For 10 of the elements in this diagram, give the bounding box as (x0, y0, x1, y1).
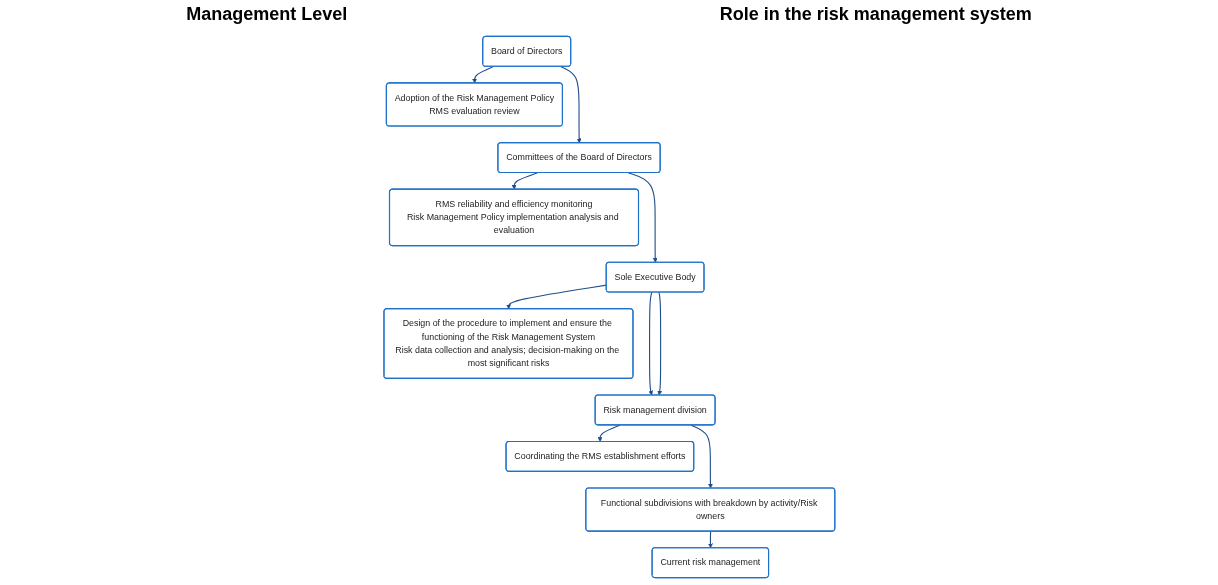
arrow (597, 424, 621, 442)
arrow (627, 172, 658, 263)
column-heading: Management Level (186, 4, 348, 26)
arrow (471, 66, 494, 84)
arrow (647, 291, 653, 396)
arrow (707, 530, 713, 549)
column-heading: Role in the risk management system (719, 4, 1032, 26)
arrow (657, 291, 662, 396)
arrow (559, 66, 582, 144)
arrow (511, 172, 538, 190)
